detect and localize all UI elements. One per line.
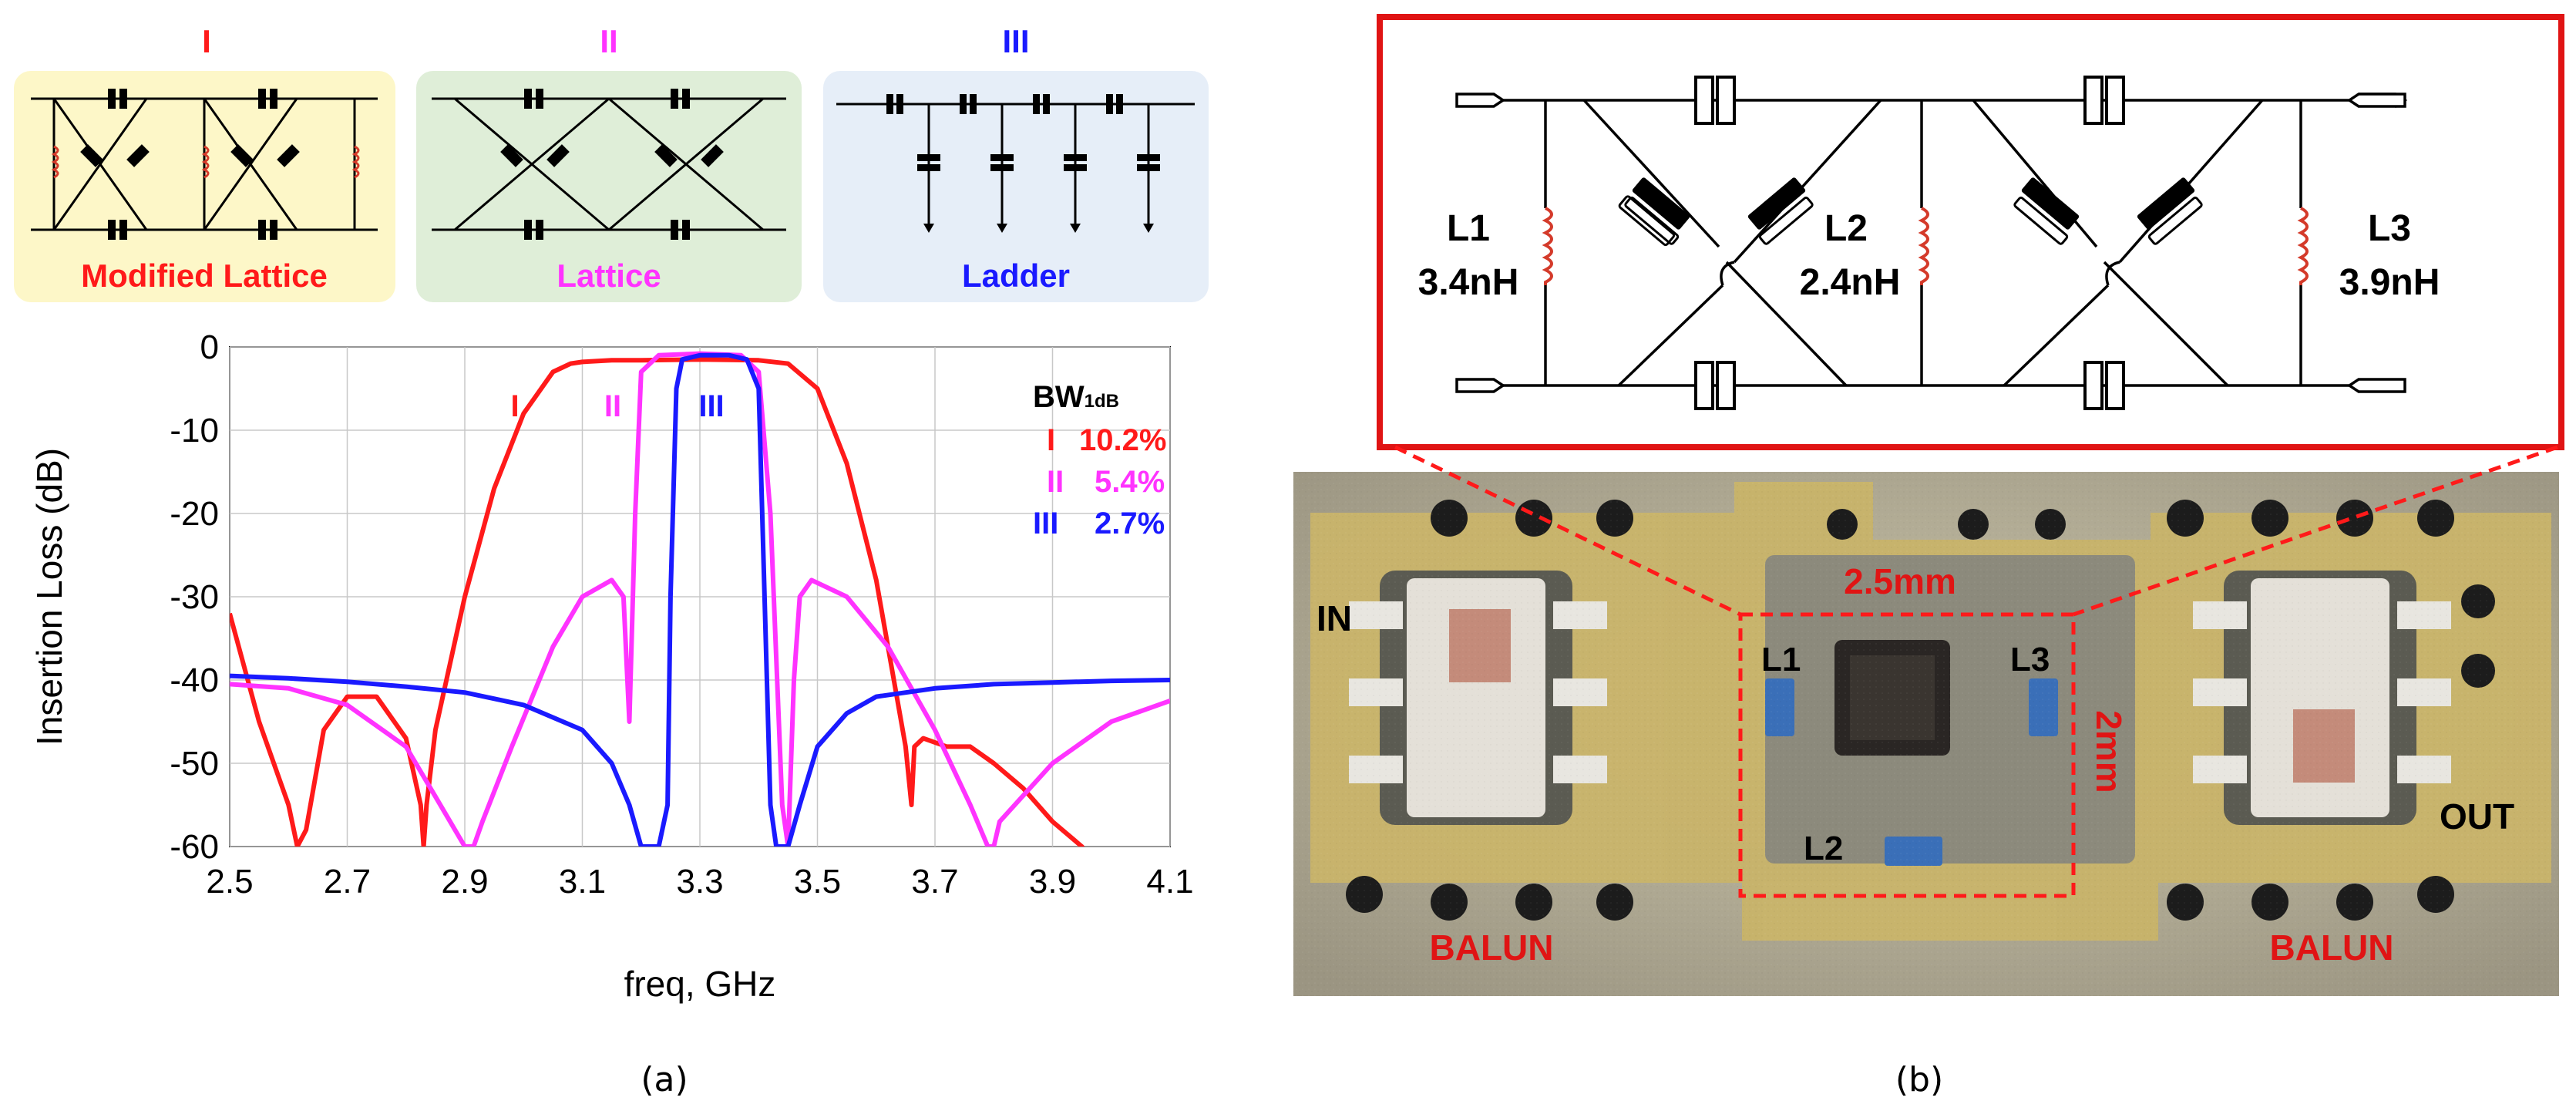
y-tick-label: -50 <box>170 745 219 783</box>
photo-l1-label: L1 <box>1761 641 1801 678</box>
filter-schematic: L1 3.4nH L2 2.4nH L3 3.9nH <box>1377 14 2564 450</box>
balun-left-label: BALUN <box>1430 928 1554 968</box>
caption-a: (a) <box>641 1060 688 1099</box>
topology-box-ladder: III Ladder <box>823 23 1209 302</box>
x-tick-label: 4.1 <box>1146 863 1193 901</box>
caption-b: (b) <box>1895 1060 1943 1099</box>
legend-title: BW1dB <box>1033 380 1119 414</box>
x-tick-label: 3.5 <box>794 863 841 901</box>
x-axis-label: freq, GHz <box>624 964 776 1004</box>
topology-box-lattice: II Lattice <box>416 23 802 302</box>
out-label: OUT <box>2440 796 2514 837</box>
inductor-name-l3: L3 <box>2368 208 2411 249</box>
height-dimension: 2mm <box>2089 710 2129 793</box>
topology-name: Ladder <box>962 258 1070 294</box>
x-tick-label: 2.9 <box>441 863 488 901</box>
topology-numeral: II <box>600 23 617 59</box>
photo-l3-label: L3 <box>2010 641 2050 678</box>
in-label: IN <box>1317 598 1352 638</box>
dimension-box <box>1738 612 2076 898</box>
series-line-3 <box>230 352 1170 847</box>
y-tick-label: -40 <box>170 662 219 699</box>
x-tick-label: 3.3 <box>676 863 723 901</box>
series-label-i: I <box>510 389 519 423</box>
inductor-value-l2: 2.4nH <box>1800 262 1901 303</box>
y-tick-label: -30 <box>170 578 219 616</box>
topology-box-modified-lattice: I Modified Lattice <box>14 23 395 302</box>
width-dimension: 2.5mm <box>1844 561 1956 601</box>
x-tick-label: 3.7 <box>911 863 958 901</box>
topology-numeral: I <box>202 23 211 59</box>
inductor-name-l1: L1 <box>1447 208 1490 249</box>
inductor-name-l2: L2 <box>1824 208 1868 249</box>
x-tick-label: 3.1 <box>559 863 606 901</box>
topology-name: Modified Lattice <box>81 258 328 294</box>
chart-ticks: 2.5 2.7 2.9 3.1 3.3 3.5 3.7 3.9 4.1 0 -10 -20 -30 -40… <box>170 328 1193 901</box>
topology-numeral: III <box>1002 23 1029 59</box>
insertion-loss-chart: 2.5 2.7 2.9 3.1 3.3 3.5 3.7 3.9 4.1 0 -10 -20 -30 -40… <box>29 328 1194 1004</box>
circuit-photo: 2.5mm 2mm IN OUT L1 L3 L2 BALUN BALUN <box>1293 445 2559 996</box>
balun-right-label: BALUN <box>2270 928 2394 968</box>
y-axis-label: Insertion Loss (dB) <box>29 448 69 746</box>
x-tick-label: 2.5 <box>206 863 253 901</box>
chart-series <box>230 351 1170 847</box>
x-tick-label: 3.9 <box>1029 863 1076 901</box>
x-tick-label: 2.7 <box>324 863 371 901</box>
y-tick-label: -60 <box>170 828 219 866</box>
y-tick-label: 0 <box>200 328 219 366</box>
series-label-iii: III <box>698 389 724 423</box>
y-tick-label: -20 <box>170 495 219 533</box>
inductor-value-l3: 3.9nH <box>2339 262 2440 303</box>
y-tick-label: -10 <box>170 412 219 449</box>
inductor-value-l1: 3.4nH <box>1418 262 1519 303</box>
series-label-ii: II <box>604 389 621 423</box>
topology-name: Lattice <box>557 258 661 294</box>
photo-l2-label: L2 <box>1804 830 1843 867</box>
